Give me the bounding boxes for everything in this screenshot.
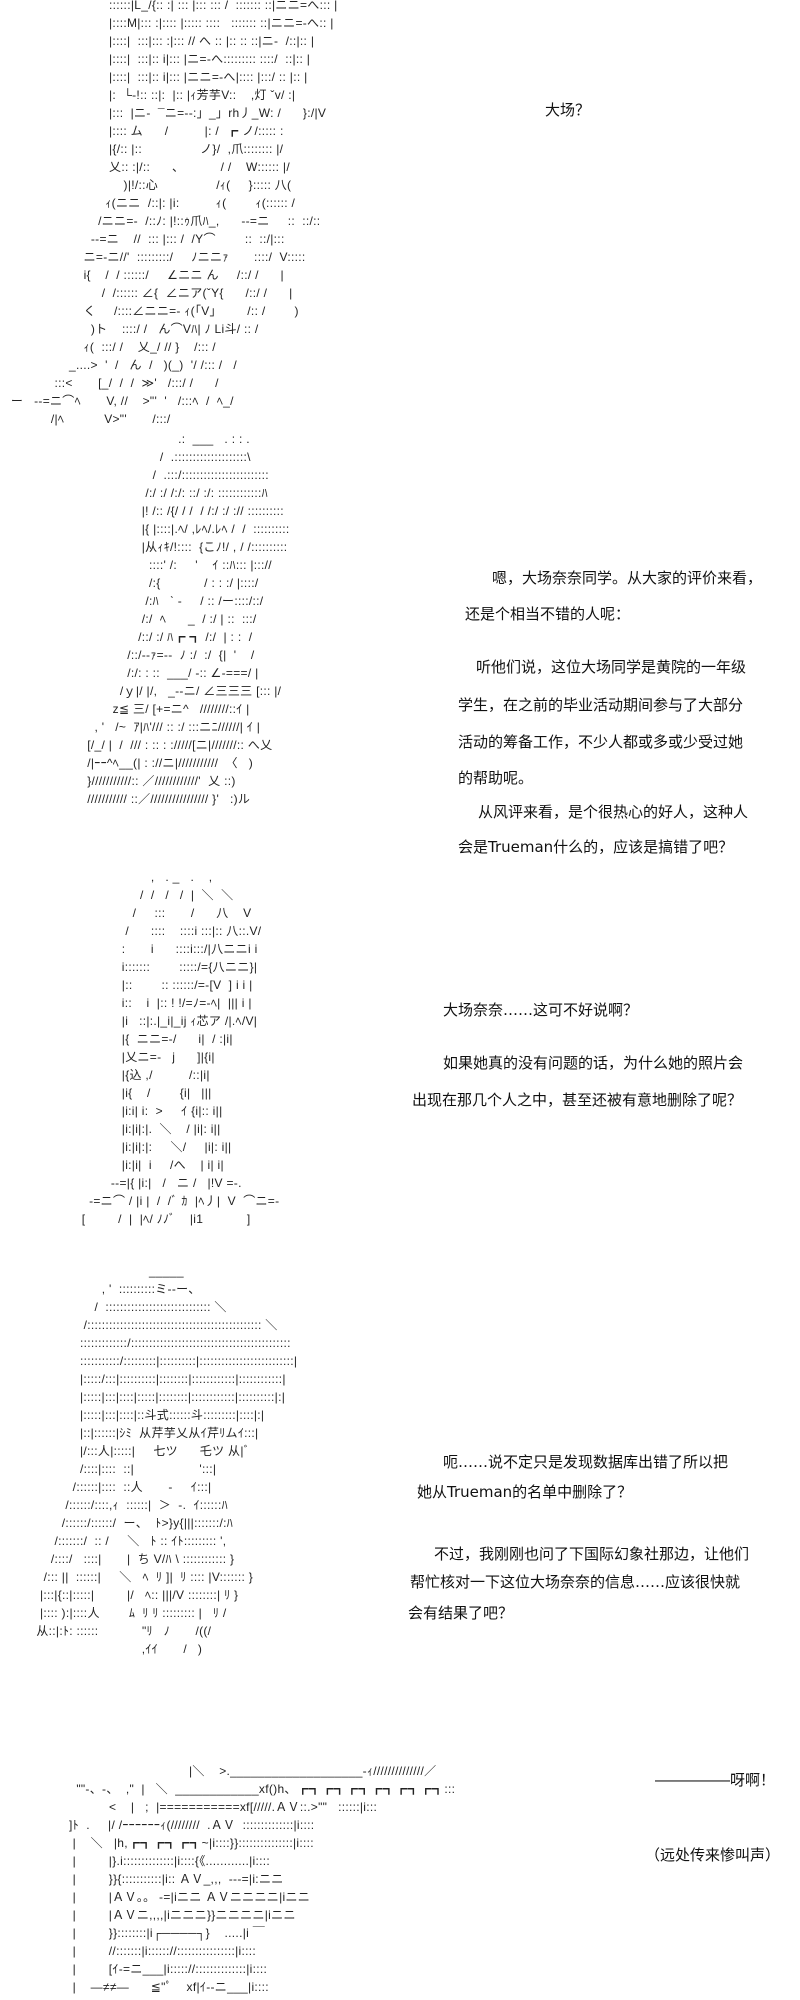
dialogue-line: 帮忙核对一下这位大场奈奈的信息……应该很快就	[410, 1573, 741, 1591]
dialogue-line: 如果她真的没有问题的话，为什么她的照片会	[443, 1054, 744, 1072]
narration-line: （远处传来惨叫声）	[645, 1846, 781, 1864]
dialogue-line: 学生，在之前的毕业活动期间参与了大部分	[458, 696, 744, 714]
dialogue-line: 听他们说，这位大场同学是黄院的一年级	[476, 658, 747, 676]
art-lines: ::::::|L_/{:: :| ::: |::: ::: / ::::::: …	[10, 0, 338, 426]
art-lines: , . _ . , / / / / | ＼ ＼ / ::: / 八 V / ::…	[81, 870, 280, 1226]
dialogue-line: 的帮助呢。	[458, 769, 534, 787]
dialogue-line: 大场？	[545, 101, 591, 119]
dialogue-line: 会是Trueman什么的，应该是搞错了吧？	[458, 838, 734, 856]
art-lines: |＼ >.___________________-ｨ//////////////…	[69, 1764, 456, 1994]
scream-line: ―――――呀啊！	[655, 1771, 776, 1789]
dialogue-line: 她从Trueman的名单中删除了？	[417, 1483, 633, 1501]
ascii-art-figure-2: .: ___ . : : . / .::::::::::::::::::::\ …	[0, 430, 290, 808]
ascii-art-scene-5: |＼ >.___________________-ｨ//////////////…	[0, 1762, 455, 1996]
art-lines: _____ , ' ::::::::::ミ--ー、 / ::::::::::::…	[36, 1264, 298, 1656]
dialogue-line: 出现在那几个人之中，甚至还被有意地删除了呢？	[412, 1091, 743, 1109]
dialogue-line: 从风评来看，是个很热心的好人，这种人	[478, 803, 749, 821]
dialogue-line: 呃……说不定只是发现数据库出错了所以把	[443, 1453, 729, 1471]
ascii-art-figure-1: ::::::|L_/{:: :| ::: |::: ::: / ::::::: …	[0, 0, 338, 428]
ascii-art-figure-4: _____ , ' ::::::::::ミ--ー、 / ::::::::::::…	[0, 1262, 297, 1658]
dialogue-line: 大场奈奈……这可不好说啊？	[443, 1001, 639, 1019]
art-lines: .: ___ . : : . / .::::::::::::::::::::\ …	[87, 432, 290, 806]
dialogue-line: 嗯，大场奈奈同学。从大家的评价来看，	[492, 569, 763, 587]
ascii-art-figure-3: , . _ . , / / / / | ＼ ＼ / ::: / 八 V / ::…	[60, 868, 279, 1228]
dialogue-line: 会有结果了吧？	[408, 1604, 514, 1622]
dialogue-line: 不过，我刚刚也问了下国际幻象社那边，让他们	[434, 1545, 750, 1563]
dialogue-line: 活动的筹备工作，不少人都或多或少受过她	[458, 733, 744, 751]
dialogue-line: 还是个相当不错的人呢：	[465, 605, 631, 623]
